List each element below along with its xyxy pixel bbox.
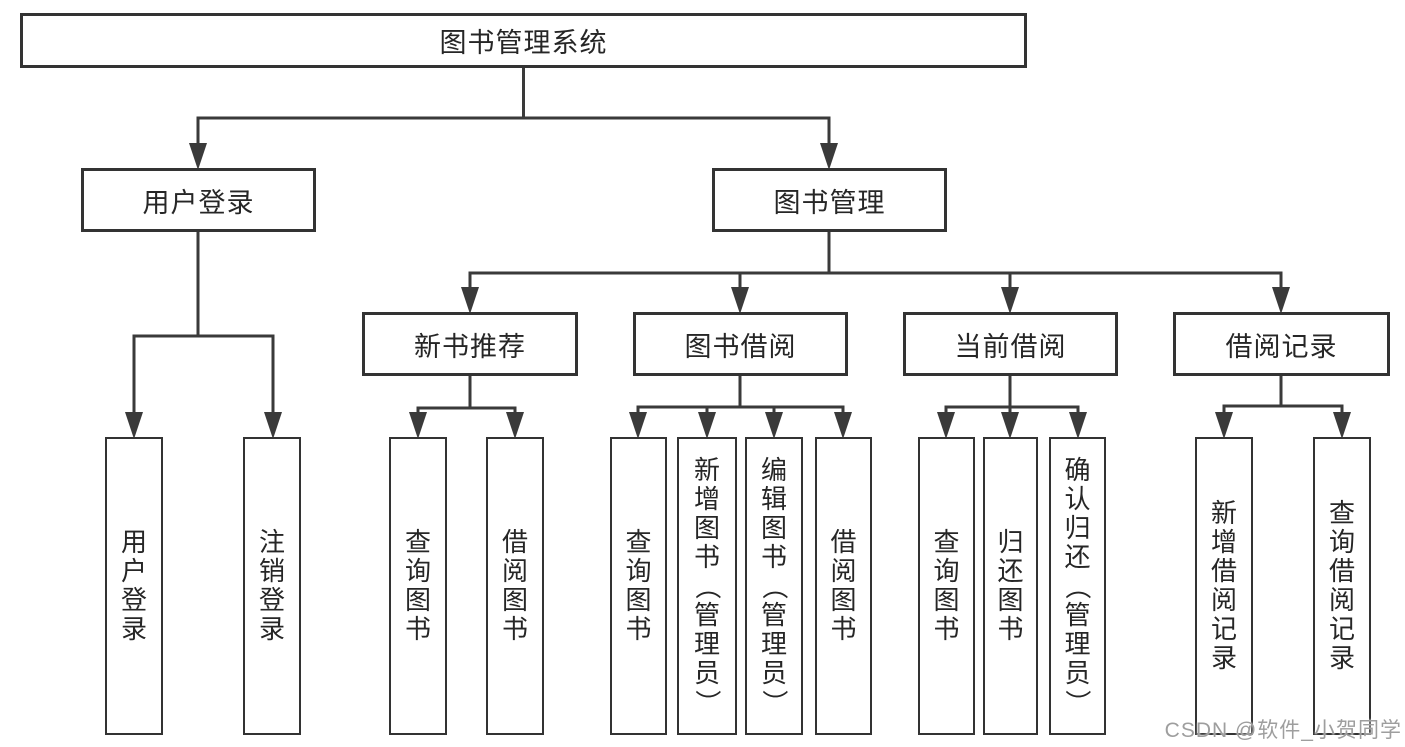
connector-newbook-to-leaves (416, 376, 517, 414)
leaf-borrow-books-1: 借阅图书 (486, 437, 544, 735)
connector-userlogin-to-leaves (132, 232, 275, 414)
csdn-watermark: CSDN @软件_小贺同学 (1164, 719, 1402, 742)
leaf-confirm-return-admin: 确认归还（管理员） (1049, 437, 1106, 735)
node-new-book-recommendation: 新书推荐 (362, 312, 578, 376)
node-borrowing-records: 借阅记录 (1173, 312, 1390, 376)
leaf-add-borrow-record: 新增借阅记录 (1195, 437, 1253, 735)
leaf-add-books-admin: 新增图书（管理员） (677, 437, 737, 735)
connector-records-to-leaves (1222, 376, 1344, 414)
connector-root-to-level2 (196, 68, 831, 146)
leaf-edit-books-admin: 编辑图书（管理员） (745, 437, 803, 735)
node-book-borrowing: 图书借阅 (633, 312, 848, 376)
connector-bookborrow-to-leaves (636, 376, 845, 414)
node-user-login: 用户登录 (81, 168, 316, 232)
leaf-logout: 注销登录 (243, 437, 301, 735)
node-current-borrowing: 当前借阅 (903, 312, 1118, 376)
leaf-query-books-1: 查询图书 (389, 437, 447, 735)
leaf-return-books: 归还图书 (983, 437, 1038, 735)
leaf-borrow-books-2: 借阅图书 (815, 437, 872, 735)
leaf-query-borrow-record: 查询借阅记录 (1313, 437, 1371, 735)
node-book-management: 图书管理 (712, 168, 947, 232)
connector-currentborrow-to-leaves (944, 376, 1080, 414)
connector-bookmgmt-to-level3 (468, 232, 1283, 289)
node-root-library-system: 图书管理系统 (20, 13, 1027, 68)
leaf-query-books-3: 查询图书 (918, 437, 975, 735)
arrowheads (125, 143, 1351, 439)
leaf-user-login: 用户登录 (105, 437, 163, 735)
leaf-query-books-2: 查询图书 (610, 437, 667, 735)
